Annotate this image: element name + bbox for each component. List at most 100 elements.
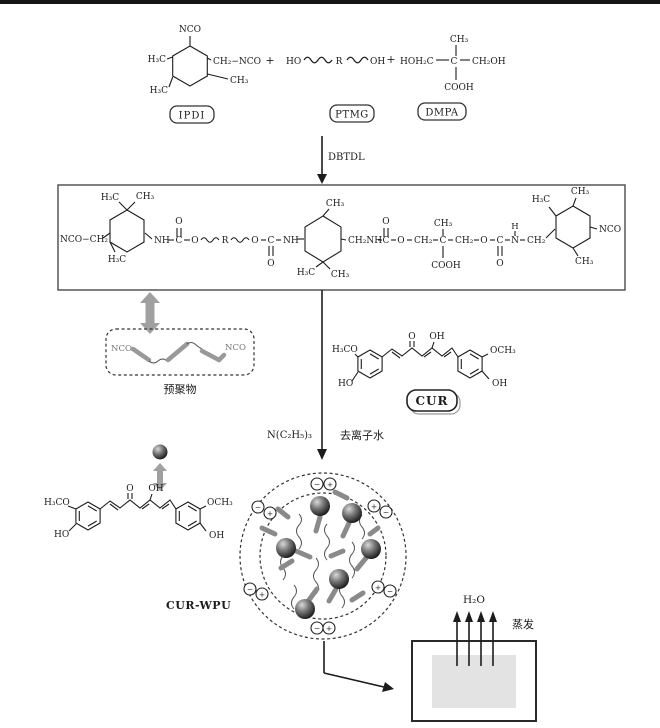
ch3-label: CH₃ bbox=[450, 35, 469, 45]
c-label: C bbox=[268, 236, 275, 246]
nh-label: NH bbox=[283, 236, 299, 246]
o-label: O bbox=[267, 259, 274, 269]
oh-label: OH bbox=[429, 332, 444, 342]
ch3-label: CH₃ bbox=[571, 187, 590, 197]
curcumin-sphere bbox=[276, 538, 296, 558]
o-label: O bbox=[397, 236, 404, 246]
film bbox=[432, 655, 516, 708]
ch2-label: CH₂ bbox=[414, 236, 433, 246]
c-label: C bbox=[176, 236, 183, 246]
ipdi-badge-label: IPDI bbox=[179, 111, 206, 122]
cur-structure: H₃CO HO O OH OCH₃ OH CUR bbox=[332, 332, 516, 415]
curcumin-sphere bbox=[361, 539, 381, 559]
dmpa-badge-label: DMPA bbox=[425, 108, 459, 119]
benzene-ring bbox=[175, 501, 201, 531]
n-label: N bbox=[511, 236, 519, 246]
equivalence-arrow bbox=[153, 463, 167, 491]
hoh2c-label: HOH₂C bbox=[400, 57, 434, 67]
nco-label: NCO bbox=[111, 344, 132, 354]
nco-label: NCO bbox=[599, 225, 621, 235]
ion-pair: − + bbox=[310, 477, 337, 491]
o-label: O bbox=[408, 332, 415, 342]
oh-label: OH bbox=[492, 379, 507, 389]
cation-label: + bbox=[327, 480, 333, 489]
evaporation-label: 蒸发 bbox=[512, 617, 534, 631]
nco-label: NCO bbox=[179, 25, 201, 35]
ho-label: HO bbox=[338, 379, 353, 389]
nco-label: NCO bbox=[225, 343, 246, 353]
oh-label: OH bbox=[370, 57, 385, 67]
ion-pair: − + bbox=[310, 621, 336, 635]
plus-sign: + bbox=[386, 53, 395, 66]
amine-label: N(C₂H₅)₃ bbox=[267, 430, 312, 441]
h3co-label: H₃CO bbox=[332, 345, 358, 355]
curcumin-sphere bbox=[295, 599, 315, 619]
dmpa-badge bbox=[417, 102, 467, 121]
och3-label: OCH₃ bbox=[207, 498, 233, 508]
plus-sign: + bbox=[265, 54, 274, 67]
benzene-ring bbox=[357, 349, 383, 379]
dbtdl-arrow: DBTDL bbox=[317, 136, 365, 184]
cyclohexane-ring bbox=[555, 205, 591, 249]
h3c-label: H₃C bbox=[297, 268, 315, 278]
benzene-ring bbox=[457, 349, 483, 379]
micelle: − + − + + − − + + − − + bbox=[239, 472, 407, 640]
ptmg-badge bbox=[329, 104, 375, 123]
och3-label: OCH₃ bbox=[490, 346, 516, 356]
h-label: H bbox=[511, 222, 518, 232]
ho-label: HO bbox=[54, 530, 69, 540]
ion-pair: + − bbox=[371, 580, 397, 598]
c-label: C bbox=[383, 236, 390, 246]
anion-label: − bbox=[314, 624, 320, 633]
anion-label: − bbox=[255, 503, 261, 512]
h3c-label: H₃C bbox=[101, 193, 119, 203]
anion-label: − bbox=[383, 508, 389, 517]
oh-label: OH bbox=[209, 531, 224, 541]
curcumin-sphere bbox=[342, 503, 362, 523]
cooh-label: COOH bbox=[431, 261, 461, 271]
r-label: R bbox=[336, 57, 343, 67]
ipdi-structure: NCO CH₂−NCO H₃C H₃C CH₃ IPDI bbox=[148, 25, 261, 124]
r-label: R bbox=[222, 236, 229, 246]
cation-label: + bbox=[375, 583, 381, 592]
top-border bbox=[0, 0, 660, 4]
o-label: O bbox=[496, 259, 503, 269]
benzene-ring bbox=[75, 501, 101, 531]
ptmg-badge-label: PTMG bbox=[335, 110, 369, 121]
o-label: O bbox=[382, 217, 389, 227]
c-label: C bbox=[440, 236, 447, 246]
evaporation-arrows bbox=[453, 611, 497, 666]
o-label: O bbox=[480, 236, 487, 246]
ch3-label: CH₃ bbox=[331, 270, 350, 280]
connector-arrow bbox=[323, 641, 394, 692]
ch3-label: CH₃ bbox=[136, 192, 155, 202]
o-label: O bbox=[251, 236, 258, 246]
cur-wpu-label: CUR-WPU bbox=[166, 599, 231, 612]
prepolymer-frame bbox=[105, 328, 255, 376]
micelle-outer-shell bbox=[239, 472, 407, 640]
h3c-label: H₃C bbox=[532, 195, 550, 205]
curcumin-sphere bbox=[310, 496, 330, 516]
ion-pair: − + bbox=[243, 582, 269, 601]
ch2-label: CH₂ bbox=[455, 236, 474, 246]
anion-label: − bbox=[387, 587, 393, 596]
dbtdl-label: DBTDL bbox=[328, 152, 365, 163]
ch3-label: CH₃ bbox=[230, 76, 249, 86]
curcumin-sphere-legend bbox=[152, 444, 168, 491]
ch2-label: CH₂ bbox=[527, 236, 546, 246]
h2o-label: H₂O bbox=[463, 594, 485, 606]
polymer-box-frame bbox=[57, 184, 626, 291]
prepolymer-box: NCO NCO 预聚物 bbox=[105, 328, 255, 396]
water-label: 去离子水 bbox=[340, 428, 384, 442]
curcumin-sphere bbox=[152, 444, 168, 460]
ch2-nco-label: CH₂−NCO bbox=[213, 57, 261, 67]
cur-badge bbox=[406, 389, 458, 412]
evaporation-scene: H₂O 蒸发 bbox=[411, 594, 537, 722]
cation-label: + bbox=[371, 502, 377, 511]
h3co-label: H₃CO bbox=[44, 498, 70, 508]
cur-badge-label: CUR bbox=[416, 394, 449, 408]
cation-label: + bbox=[326, 624, 332, 633]
micelle-inner-shell bbox=[259, 492, 387, 620]
o-label: O bbox=[126, 484, 133, 494]
